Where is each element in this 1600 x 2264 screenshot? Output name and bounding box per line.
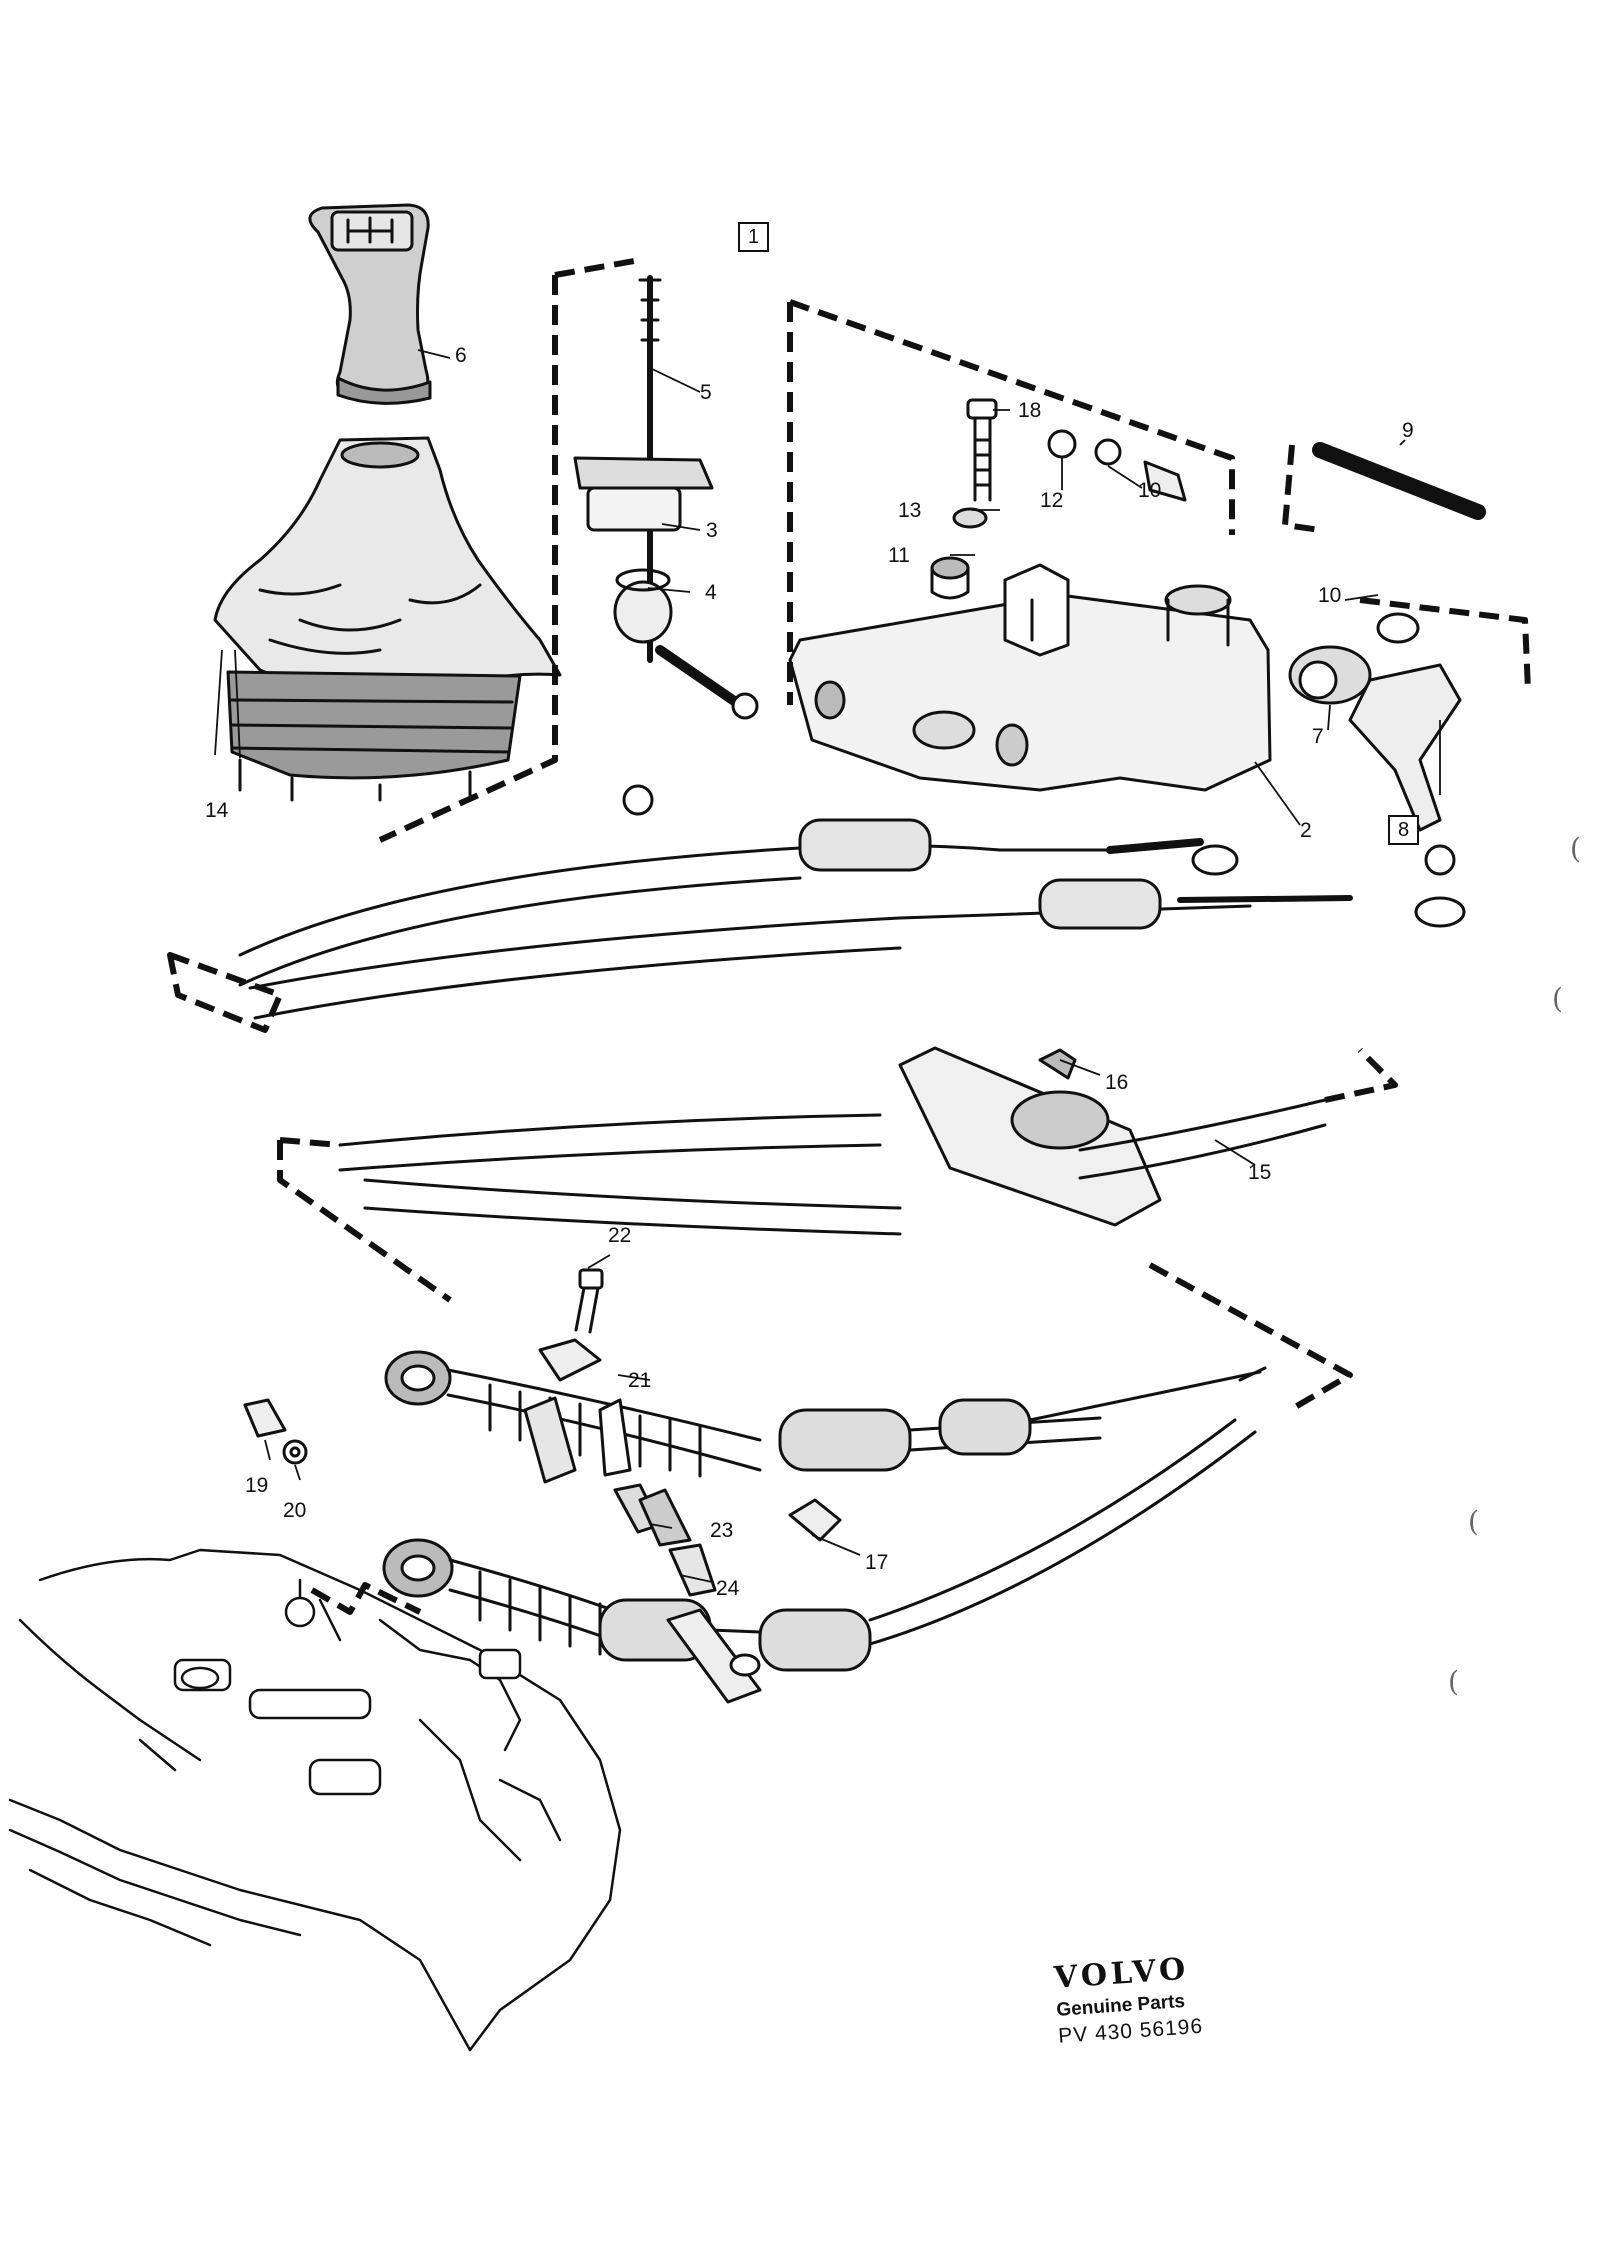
gear-knob [308, 203, 432, 405]
callout-18: 18 [1018, 399, 1042, 422]
gear-lever [573, 275, 759, 816]
dashed-group-cable-mid [277, 1047, 1398, 1303]
callout-19: 19 [245, 1474, 269, 1497]
dashed-group-cable-top [167, 952, 283, 1033]
callout-9: 9 [1402, 419, 1414, 442]
gear-boot [213, 436, 562, 802]
dashed-group-pin [1282, 444, 1321, 533]
margin-mark-4: ( [1448, 1665, 1459, 1698]
margin-mark-1: ( [1570, 832, 1581, 865]
callout-17: 17 [865, 1551, 889, 1574]
callout-4: 4 [705, 581, 717, 604]
cable-mount-plate [338, 1046, 1327, 1236]
dashed-group-lever-top [554, 257, 641, 278]
callout-5: 5 [700, 381, 712, 404]
dashed-group-lever [378, 275, 558, 843]
pin [1312, 442, 1486, 520]
callout-23: 23 [710, 1519, 734, 1542]
brand-block: VOLVO Genuine Parts PV 430 56196 [1053, 1951, 1204, 2049]
callout-1: 1 [738, 222, 770, 252]
callout-14: 14 [205, 799, 229, 822]
dashed-group-housing [787, 299, 1235, 705]
dashed-group-arm [1359, 597, 1531, 691]
selector-arm [1288, 612, 1462, 876]
callout-6: 6 [455, 344, 467, 367]
callout-10-upper: 10 [1138, 479, 1162, 502]
callout-3: 3 [706, 519, 718, 542]
margin-mark-3: ( [1468, 1505, 1479, 1538]
gearbox-casing [8, 1548, 622, 2052]
callout-11: 11 [888, 544, 910, 567]
callout-22: 22 [608, 1224, 632, 1247]
dashed-group-gearbox [310, 1582, 422, 1615]
margin-mark-2: ( [1552, 982, 1563, 1015]
callout-13: 13 [898, 499, 922, 522]
callout-8: 8 [1388, 815, 1420, 845]
callout-20: 20 [283, 1499, 307, 1522]
upper-cables [238, 818, 1466, 1020]
gear-housing [788, 563, 1272, 792]
callout-7: 7 [1312, 725, 1324, 748]
callout-24: 24 [716, 1577, 740, 1600]
callout-10-lower: 10 [1318, 584, 1342, 607]
callout-15: 15 [1248, 1161, 1272, 1184]
callout-21: 21 [628, 1369, 652, 1392]
dashed-group-cable-low [1148, 1262, 1353, 1413]
callout-12: 12 [1040, 489, 1064, 512]
small-hardware [930, 398, 1187, 600]
callout-16: 16 [1105, 1071, 1129, 1094]
brackets [243, 1268, 842, 1704]
callout-2: 2 [1300, 819, 1312, 842]
